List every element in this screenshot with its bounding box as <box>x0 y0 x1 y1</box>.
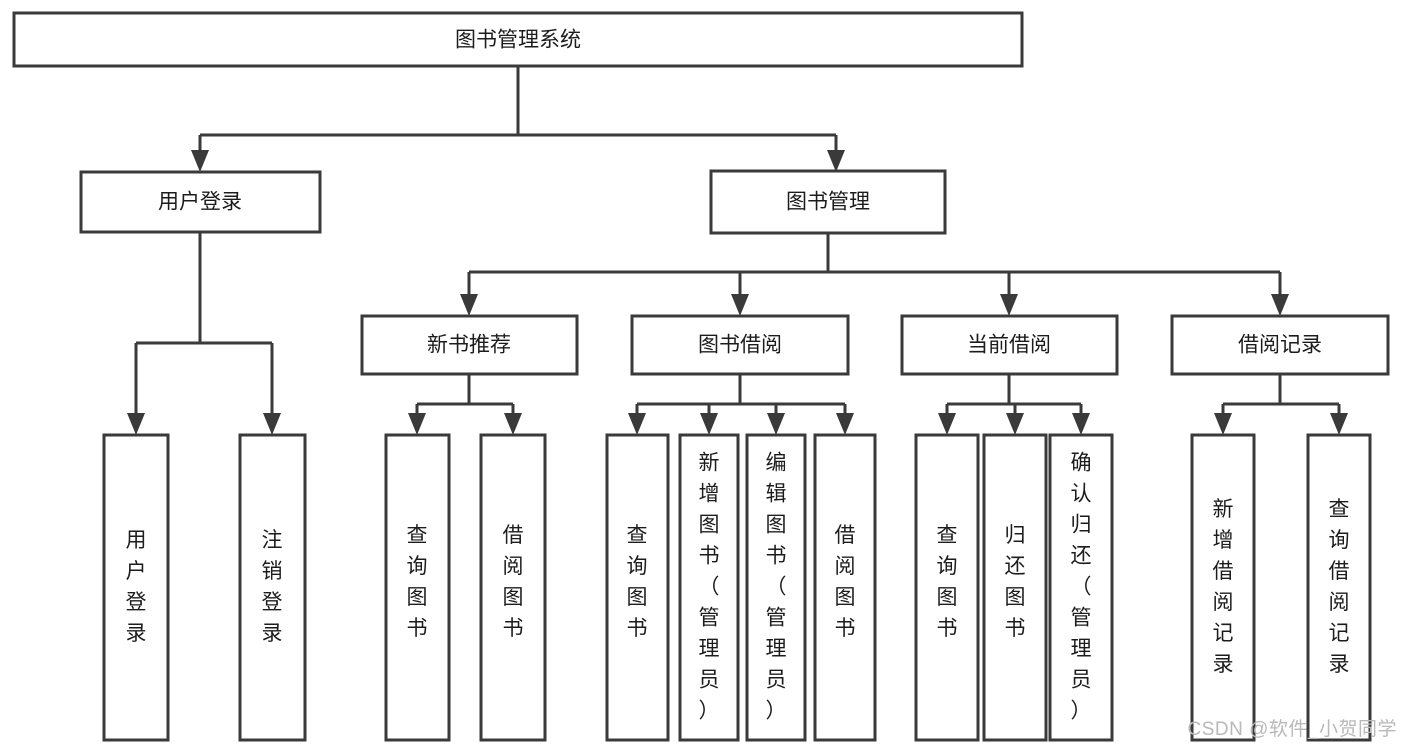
node-label: 新书推荐 <box>427 334 511 357</box>
node-label: 借阅记录 <box>1238 334 1322 357</box>
leaf-query-book-borrowing[interactable]: 查询图书 <box>605 433 670 742</box>
node-label: 用户登录 <box>126 529 147 645</box>
node-label: 当前借阅 <box>967 334 1051 357</box>
node-borrow-records[interactable]: 借阅记录 <box>1170 314 1390 376</box>
leaf-borrow-book-new-rec[interactable]: 借阅图书 <box>479 433 547 742</box>
node-book-management[interactable]: 图书管理 <box>709 169 947 235</box>
node-label: 新增图书（管理员） <box>699 452 720 723</box>
leaf-edit-book-admin[interactable]: 编辑图书（管理员） <box>745 433 807 742</box>
connector-book-mgmt-to-level2 <box>460 233 1289 316</box>
node-label: 注销登录 <box>262 529 283 645</box>
node-label: 图书借阅 <box>698 334 782 357</box>
node-user-login[interactable]: 用户登录 <box>79 170 322 234</box>
node-label: 图书管理 <box>786 191 870 214</box>
node-label: 借阅图书 <box>503 524 524 640</box>
node-label: 编辑图书（管理员） <box>766 452 787 723</box>
node-label: 查询图书 <box>407 524 428 640</box>
connector-root-to-level1 <box>191 66 845 172</box>
connector-new-book-to-leaves <box>408 374 522 435</box>
connector-records-to-leaves <box>1214 374 1348 435</box>
leaf-logout[interactable]: 注销登录 <box>238 433 307 742</box>
connector-current-borrow-to-leaves <box>938 374 1090 435</box>
node-new-book-recommendation[interactable]: 新书推荐 <box>360 314 579 376</box>
connector-user-login-to-leaves <box>127 232 281 435</box>
leaf-query-book-current[interactable]: 查询图书 <box>914 433 980 742</box>
leaf-user-login[interactable]: 用户登录 <box>102 433 170 742</box>
leaf-query-book-new-rec[interactable]: 查询图书 <box>384 433 451 742</box>
node-root-book-management-system[interactable]: 图书管理系统 <box>12 11 1024 68</box>
node-book-borrowing[interactable]: 图书借阅 <box>630 314 850 376</box>
node-label: 查询图书 <box>937 524 958 640</box>
leaf-add-borrow-record[interactable]: 新增借阅记录 <box>1190 433 1256 742</box>
node-label: 查询借阅记录 <box>1329 498 1350 676</box>
leaf-add-book-admin[interactable]: 新增图书（管理员） <box>678 433 740 742</box>
node-label: 查询图书 <box>627 524 648 640</box>
leaf-confirm-return-admin[interactable]: 确认归还（管理员） <box>1048 433 1114 742</box>
node-current-borrowing[interactable]: 当前借阅 <box>900 314 1119 376</box>
connector-borrow-to-leaves <box>628 374 854 435</box>
leaf-return-book[interactable]: 归还图书 <box>982 433 1048 742</box>
leaf-borrow-book-borrowing[interactable]: 借阅图书 <box>813 433 877 742</box>
node-label: 图书管理系统 <box>455 29 581 52</box>
node-label: 新增借阅记录 <box>1213 498 1234 676</box>
node-label: 归还图书 <box>1005 524 1026 640</box>
node-label: 确认归还（管理员） <box>1071 452 1092 723</box>
leaf-query-borrow-record[interactable]: 查询借阅记录 <box>1306 433 1372 742</box>
node-label: 用户登录 <box>158 191 242 214</box>
node-label: 借阅图书 <box>835 524 856 640</box>
